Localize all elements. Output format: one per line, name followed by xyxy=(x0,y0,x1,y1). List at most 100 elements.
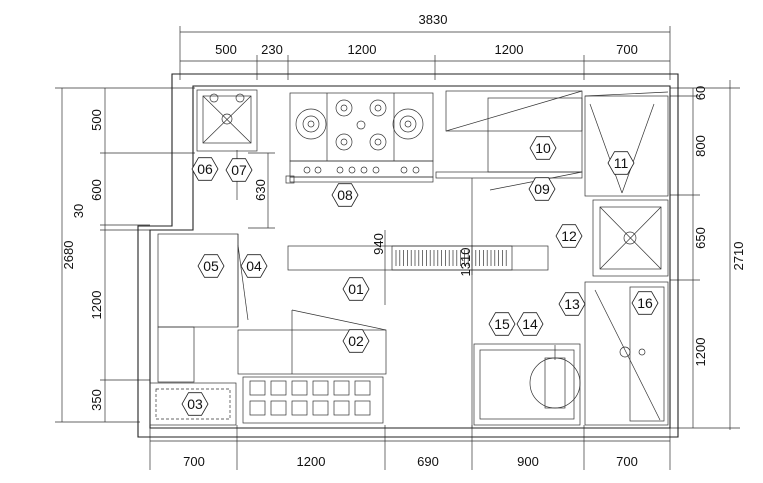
tag-hexagon xyxy=(197,254,225,278)
dim-top-0: 500 xyxy=(215,42,237,57)
right-sinks xyxy=(584,91,669,426)
tag-label: 15 xyxy=(494,316,510,332)
dim-top-3: 1200 xyxy=(495,42,524,57)
dim-left-3: 1200 xyxy=(89,291,104,320)
fryer-basket xyxy=(270,400,287,416)
equipment-tag: 07 xyxy=(225,158,253,182)
top-dimensions: 3830 500 230 1200 1200 700 xyxy=(179,12,671,80)
tag-hexagon xyxy=(607,151,635,175)
tag-label: 13 xyxy=(564,296,580,312)
dim-bottom-3: 900 xyxy=(517,454,539,469)
equipment-tag: 14 xyxy=(516,312,544,336)
tag-label: 14 xyxy=(522,316,538,332)
equipment-tag: 06 xyxy=(191,157,219,181)
dim-center-1310: 1310 xyxy=(458,248,473,277)
equipment-tag: 05 xyxy=(197,254,225,278)
equipment-tag: 13 xyxy=(558,292,586,316)
dim-top-2: 1200 xyxy=(348,42,377,57)
dim-right-total: 2710 xyxy=(731,242,746,271)
dim-top-1: 230 xyxy=(261,42,283,57)
tag-label: 02 xyxy=(348,333,364,349)
tag-label: 06 xyxy=(197,161,213,177)
gas-range xyxy=(285,92,434,184)
tag-label: 09 xyxy=(534,181,550,197)
fryer-basket xyxy=(312,400,329,416)
dim-left-2: 30 xyxy=(71,204,86,218)
dim-right-0: 60 xyxy=(693,86,708,100)
bottom-dimensions: 700 1200 690 900 700 xyxy=(149,425,671,470)
tag-hexagon xyxy=(488,312,516,336)
dim-bottom-0: 700 xyxy=(183,454,205,469)
fryer-basket xyxy=(249,380,266,396)
fryer-basket xyxy=(291,400,308,416)
tag-label: 01 xyxy=(348,281,364,297)
tag-label: 04 xyxy=(246,258,262,274)
dim-right-1: 800 xyxy=(693,135,708,157)
equipment-tags: 01 02 03 04 05 06 07 08 09 10 11 12 13 14 15 16 xyxy=(181,136,659,416)
tag-hexagon xyxy=(631,291,659,315)
left-counter xyxy=(149,233,249,426)
dim-top-total: 3830 xyxy=(419,12,448,27)
dim-center-940: 940 xyxy=(371,233,386,255)
tag-hexagon xyxy=(240,254,268,278)
tag-hexagon xyxy=(331,183,359,207)
dim-bottom-2: 690 xyxy=(417,454,439,469)
tag-hexagon xyxy=(528,177,556,201)
tag-label: 03 xyxy=(187,396,203,412)
tag-hexagon xyxy=(181,392,209,416)
equipment-tag: 16 xyxy=(631,291,659,315)
equipment-tag: 12 xyxy=(555,224,583,248)
tag-hexagon xyxy=(342,329,370,353)
equipment-tag: 08 xyxy=(331,183,359,207)
dim-bottom-4: 700 xyxy=(616,454,638,469)
fryer-basket xyxy=(291,380,308,396)
dim-left-total: 2680 xyxy=(61,241,76,270)
tag-label: 08 xyxy=(337,187,353,203)
fryer-basket xyxy=(333,380,350,396)
tag-hexagon xyxy=(516,312,544,336)
equipment-tag: 01 xyxy=(342,277,370,301)
tag-label: 10 xyxy=(535,140,551,156)
equipment-tag: 04 xyxy=(240,254,268,278)
room-walls xyxy=(137,73,679,438)
left-dimensions: 2680 500 600 30 1200 350 630 xyxy=(55,87,275,423)
center-island xyxy=(287,230,549,305)
dim-right-2: 650 xyxy=(693,227,708,249)
equipment-tag: 10 xyxy=(529,136,557,160)
tag-hexagon xyxy=(555,224,583,248)
dim-right-3: 1200 xyxy=(693,338,708,367)
tag-hexagon xyxy=(191,157,219,181)
fryer-basket xyxy=(312,380,329,396)
dim-left-inner: 630 xyxy=(253,179,268,201)
tag-hexagon xyxy=(225,158,253,182)
dim-left-4: 350 xyxy=(89,389,104,411)
tag-label: 11 xyxy=(614,155,629,171)
equipment-tag: 02 xyxy=(342,329,370,353)
fryer-basket xyxy=(270,380,287,396)
dim-left-1: 600 xyxy=(89,179,104,201)
tag-label: 16 xyxy=(637,295,653,311)
fryer-basket xyxy=(333,400,350,416)
equipment-tag: 15 xyxy=(488,312,516,336)
tag-hexagon xyxy=(342,277,370,301)
right-dimensions: 2710 60 800 650 1200 xyxy=(670,80,746,430)
fryer-basket xyxy=(354,400,371,416)
equipment-tag: 03 xyxy=(181,392,209,416)
equipment-tag: 11 xyxy=(607,151,635,175)
kettle-table xyxy=(473,343,581,426)
dim-left-0: 500 xyxy=(89,109,104,131)
dim-top-4: 700 xyxy=(616,42,638,57)
equipment-tag: 09 xyxy=(528,177,556,201)
tag-label: 12 xyxy=(561,228,577,244)
tag-label: 07 xyxy=(231,162,247,178)
tag-hexagon xyxy=(529,136,557,160)
sink-small xyxy=(196,89,258,200)
tag-hexagon xyxy=(558,292,586,316)
fryer-basket xyxy=(249,400,266,416)
dim-bottom-1: 1200 xyxy=(297,454,326,469)
tag-label: 05 xyxy=(203,258,219,274)
fryer-basket xyxy=(354,380,371,396)
bottom-counter xyxy=(237,309,387,424)
worktable-10 xyxy=(435,90,583,428)
